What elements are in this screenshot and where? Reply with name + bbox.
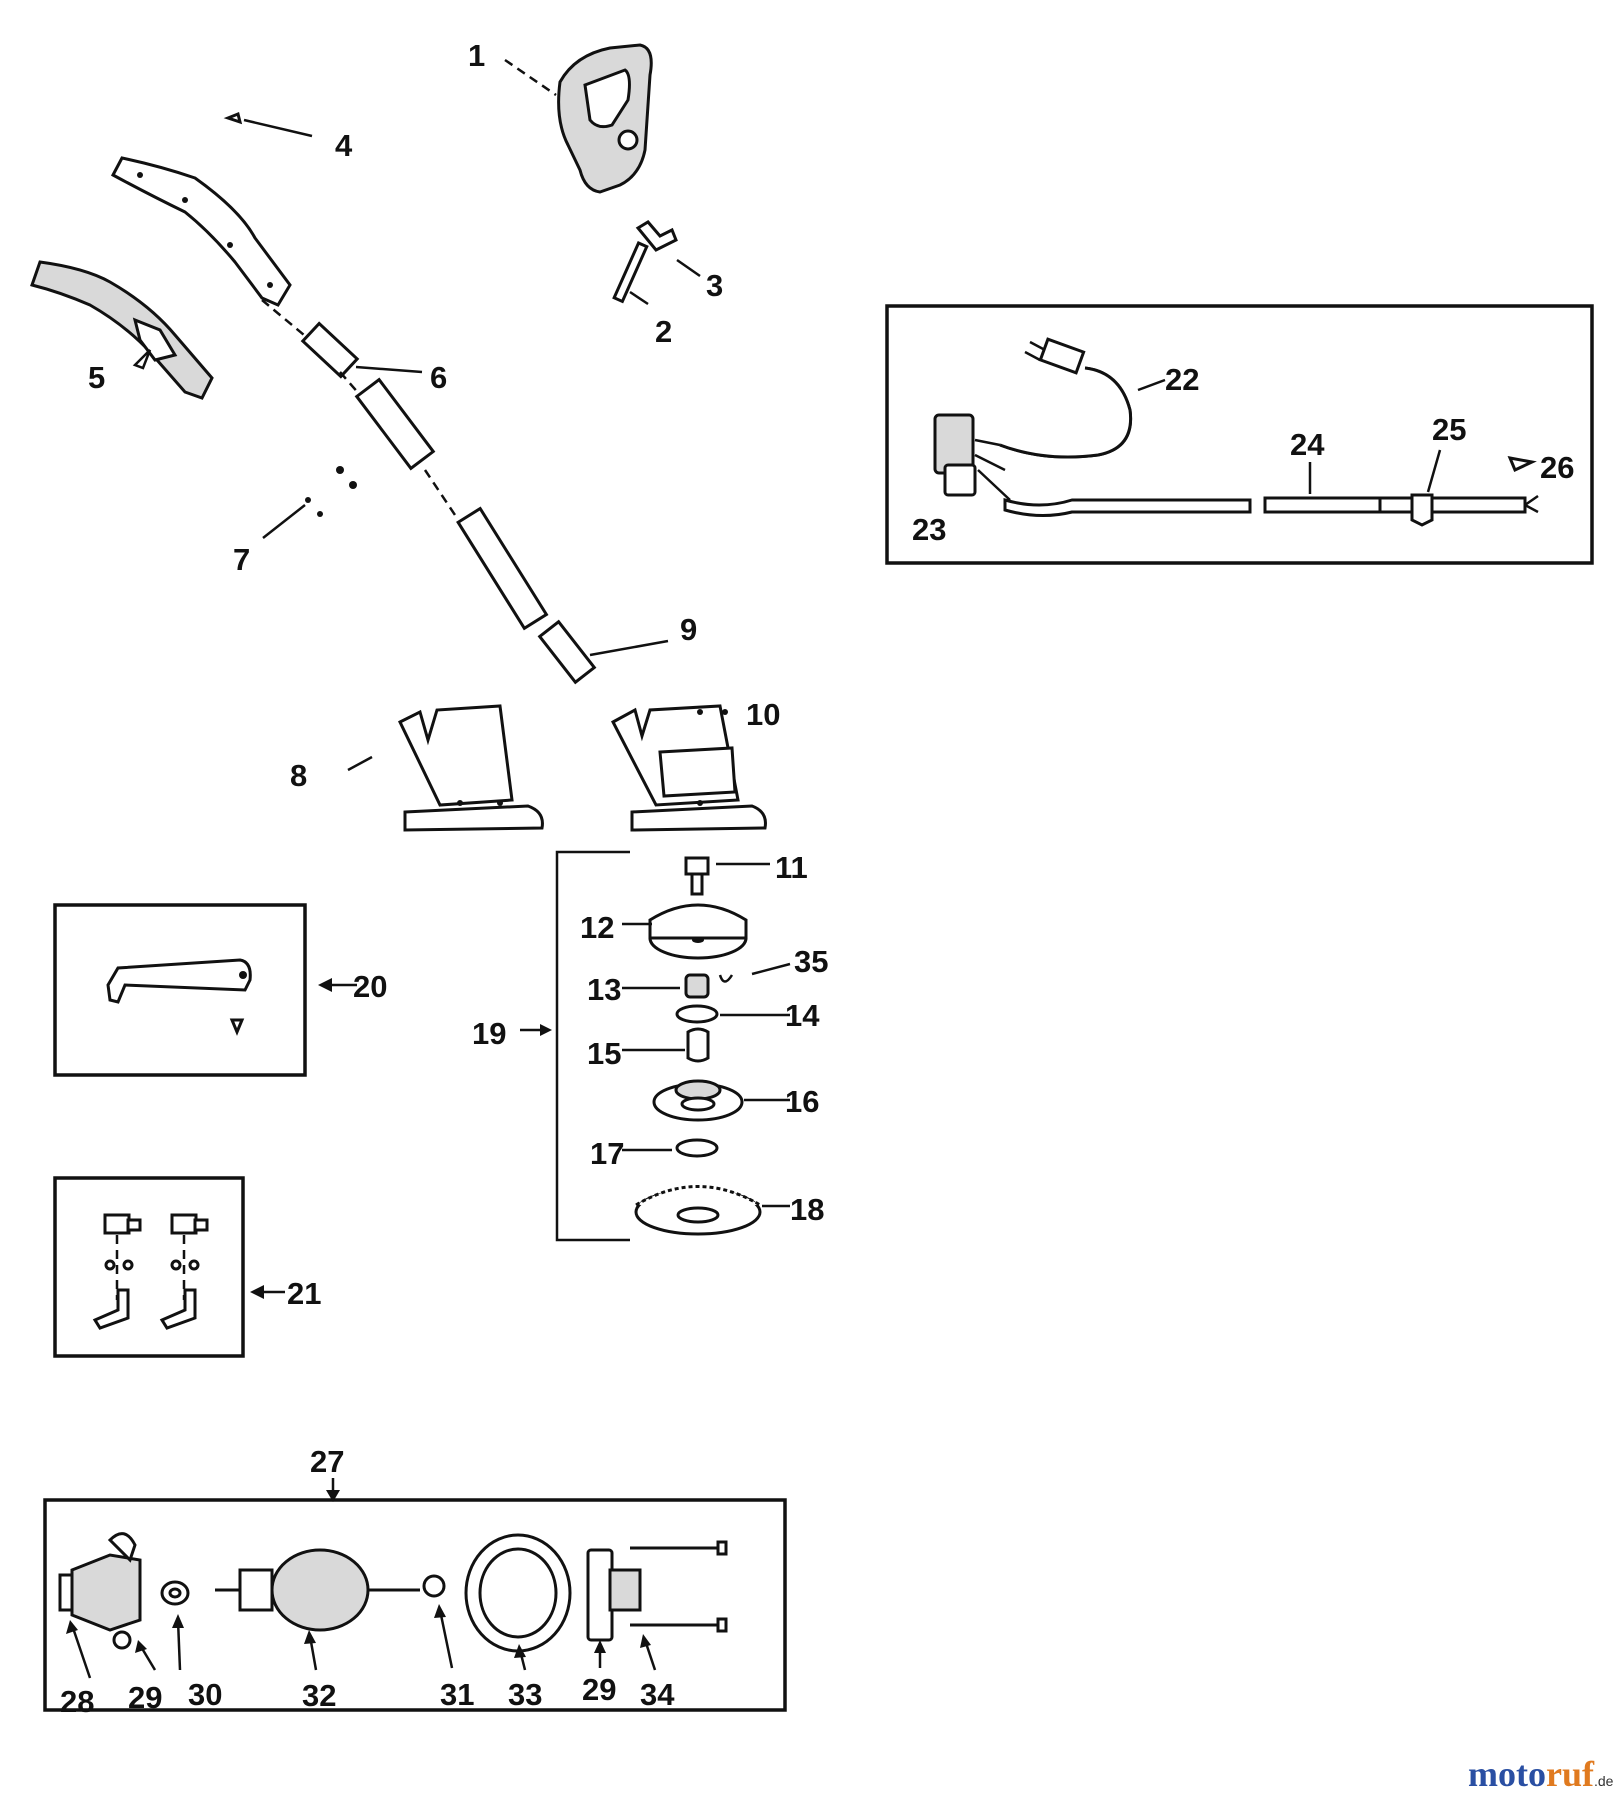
part-switch-23: [933, 413, 1011, 501]
label-2: 2: [655, 314, 672, 349]
label-29-b: 29: [582, 1672, 616, 1707]
label-27: 27: [310, 1444, 344, 1479]
part-housing-10: [610, 704, 767, 832]
label-21: 21: [287, 1276, 321, 1311]
part-bolt-11: [684, 856, 710, 896]
label-18: 18: [790, 1192, 824, 1227]
part-hub-18: [634, 1185, 762, 1236]
part-handle-1: [557, 43, 653, 194]
part-washer-17: [675, 1138, 719, 1158]
label-35: 35: [794, 944, 828, 979]
label-4: 4: [335, 128, 353, 163]
part-washer-14: [675, 1004, 719, 1024]
label-11: 11: [775, 850, 808, 885]
part-brush-holder-29: [586, 1548, 642, 1642]
label-32: 32: [302, 1678, 336, 1713]
part-clips-21: [92, 1213, 209, 1330]
part-screws-34: [630, 1540, 728, 1633]
watermark-moto: moto: [1468, 1754, 1546, 1794]
part-clip-25: [1410, 493, 1434, 527]
label-29-a: 29: [128, 1680, 162, 1715]
label-7: 7: [233, 542, 250, 577]
part-upper-handle-half: [110, 156, 292, 307]
part-washer-30: [160, 1580, 190, 1606]
box-cord-switch: [885, 304, 1594, 565]
label-26: 26: [1540, 450, 1574, 485]
part-housing-8: [398, 704, 544, 832]
box-21: [53, 1176, 245, 1358]
label-23: 23: [912, 512, 946, 547]
part-bearing-31: [422, 1574, 446, 1598]
label-34: 34: [640, 1677, 675, 1712]
label-8: 8: [290, 758, 307, 793]
label-19: 19: [472, 1016, 506, 1051]
label-30: 30: [188, 1677, 222, 1712]
label-10: 10: [746, 697, 780, 732]
part-lever-20: [106, 958, 252, 1036]
box-27: [43, 1498, 787, 1712]
label-22: 22: [1165, 362, 1199, 397]
label-28: 28: [60, 1684, 94, 1719]
part-field-ring-33: [464, 1533, 572, 1653]
part-screws-7: [305, 466, 357, 517]
label-24: 24: [1290, 427, 1325, 462]
label-31: 31: [440, 1677, 474, 1712]
label-14: 14: [785, 998, 820, 1033]
label-13: 13: [587, 972, 621, 1007]
watermark-ruf: ruf: [1546, 1754, 1595, 1794]
part-grip-5: [30, 260, 214, 400]
label-1: 1: [468, 38, 485, 73]
part-plug-26: [1507, 456, 1537, 473]
label-3: 3: [706, 268, 723, 303]
label-15: 15: [587, 1036, 621, 1071]
part-screw-4: [223, 111, 243, 125]
label-6: 6: [430, 360, 447, 395]
label-33: 33: [508, 1677, 542, 1712]
part-cord-22: [999, 337, 1133, 459]
part-spool-16: [652, 1079, 744, 1122]
part-bolt-2-wingnut-3: [612, 220, 678, 304]
watermark-logo: motoruf.de: [1468, 1754, 1614, 1794]
part-shaft-15: [686, 1027, 710, 1063]
part-armature-32: [215, 1548, 420, 1632]
label-25: 25: [1432, 412, 1466, 447]
part-cable-24: [1003, 494, 1539, 518]
label-5: 5: [88, 360, 105, 395]
label-17: 17: [590, 1136, 624, 1171]
box-20: [53, 903, 307, 1077]
part-cap-12: [648, 903, 748, 960]
svg-text:motoruf.de: motoruf.de: [1468, 1754, 1614, 1794]
part-shaft-sections: [261, 299, 597, 685]
watermark-tld: .de: [1594, 1773, 1614, 1789]
label-20: 20: [353, 969, 387, 1004]
label-12: 12: [580, 910, 614, 945]
label-16: 16: [785, 1084, 819, 1119]
part-end-bell-28: [58, 1532, 142, 1650]
part-spring-13: [684, 973, 710, 999]
label-9: 9: [680, 612, 697, 647]
